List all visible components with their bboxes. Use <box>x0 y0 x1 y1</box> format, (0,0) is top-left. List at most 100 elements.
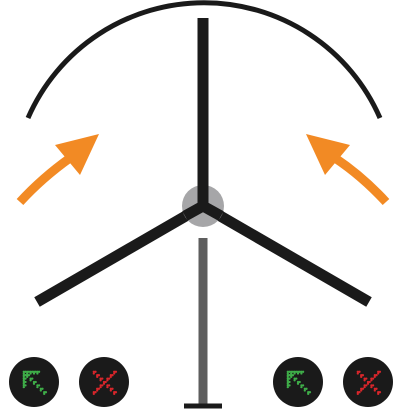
signal-led-dot <box>33 383 35 385</box>
signal-led-dot <box>101 377 103 379</box>
signal-led-dot <box>358 391 360 393</box>
signal-led-dot <box>297 372 299 374</box>
red-x-signal-icon <box>343 357 393 407</box>
signal-led-dot <box>26 376 28 378</box>
signal-led-dot <box>360 389 362 391</box>
signal-led-dot <box>35 381 37 383</box>
signal-led-dot <box>111 388 113 390</box>
signal-led-dot <box>293 372 295 374</box>
signal-led-dot <box>304 389 306 391</box>
signal-led-dot <box>111 374 113 376</box>
signal-led-dot <box>36 372 38 374</box>
signal-led-dot <box>365 384 367 386</box>
signal-led-dot <box>29 372 31 374</box>
signal-led-dot <box>106 386 108 388</box>
signal-led-dot <box>307 393 309 395</box>
signal-led-dot <box>292 374 294 376</box>
signal-led-dot <box>33 372 35 374</box>
signal-led-dot <box>41 388 43 390</box>
signal-led-dot <box>96 389 98 391</box>
signal-led-dot <box>363 379 365 381</box>
signal-led-dot <box>297 383 299 385</box>
signal-led-dot <box>362 388 364 390</box>
signal-led-dot <box>288 381 290 383</box>
signal-led-dot <box>24 377 26 379</box>
signal-led-dot <box>375 388 377 390</box>
signal-led-dot <box>93 372 95 374</box>
green-arrow-signal-icon <box>273 357 323 407</box>
signal-led-dot <box>372 384 374 386</box>
signal-led-dot <box>45 391 47 393</box>
signal-led-dot <box>360 376 362 378</box>
signal-led-dot <box>113 393 115 395</box>
signal-led-dot <box>302 371 304 373</box>
signal-led-dot <box>372 377 374 379</box>
signal-led-dot <box>300 372 302 374</box>
signal-led-dot <box>288 377 290 379</box>
signal-led-dot <box>103 383 105 385</box>
signal-led-dot <box>108 384 110 386</box>
signal-led-dot <box>108 377 110 379</box>
signal-led-dot <box>370 386 372 388</box>
signal-led-dot <box>106 379 108 381</box>
signal-led-dot <box>38 371 40 373</box>
signal-led-dot <box>305 388 307 390</box>
signal-led-dot <box>24 384 26 386</box>
signal-led-dot <box>293 379 295 381</box>
signal-led-dot <box>358 371 360 373</box>
signal-led-dot <box>287 386 289 388</box>
signal-led-dot <box>36 386 38 388</box>
signal-led-dot <box>24 381 26 383</box>
signal-led-dot <box>115 391 117 393</box>
signal-led-dot <box>98 374 100 376</box>
signal-led-dot <box>365 377 367 379</box>
signal-led-dot <box>369 381 371 383</box>
signal-led-dot <box>23 386 25 388</box>
signal-led-dot <box>288 384 290 386</box>
curved-arrow-left-icon <box>20 134 99 202</box>
curved-arrow-right-icon <box>306 134 386 202</box>
signal-led-dot <box>362 374 364 376</box>
signal-led-dot <box>302 384 304 386</box>
signal-led-dot <box>99 386 101 388</box>
signal-led-dot <box>377 393 379 395</box>
signal-led-dot <box>96 376 98 378</box>
signal-led-dot <box>29 379 31 381</box>
signal-led-dot <box>379 391 381 393</box>
signal-led-dot <box>357 393 359 395</box>
signal-led-dot <box>93 393 95 395</box>
signal-led-dot <box>367 383 369 385</box>
signal-led-dot <box>379 371 381 373</box>
signal-led-dot <box>363 386 365 388</box>
blade-right <box>203 206 369 302</box>
signal-led-dot <box>43 393 45 395</box>
signal-led-dot <box>309 391 311 393</box>
signal-led-dot <box>374 376 376 378</box>
signal-led-dot <box>115 371 117 373</box>
signal-led-dot <box>98 388 100 390</box>
signal-led-dot <box>295 377 297 379</box>
signal-led-dot <box>300 386 302 388</box>
signal-led-dot <box>357 372 359 374</box>
signal-led-dot <box>110 376 112 378</box>
signal-led-dot <box>374 389 376 391</box>
signal-led-dot <box>94 391 96 393</box>
blade-left <box>37 206 203 302</box>
green-arrow-signal-icon <box>9 357 59 407</box>
signal-led-dot <box>101 384 103 386</box>
signal-led-dot <box>28 374 30 376</box>
signal-led-dot <box>299 381 301 383</box>
signal-led-dot <box>370 379 372 381</box>
signal-led-dot <box>40 389 42 391</box>
signal-led-dot <box>290 376 292 378</box>
signal-led-dot <box>105 381 107 383</box>
signal-led-dot <box>38 384 40 386</box>
signal-led-dot <box>110 389 112 391</box>
signal-led-dot <box>99 379 101 381</box>
red-x-signal-icon <box>79 357 129 407</box>
signal-led-dot <box>113 372 115 374</box>
signal-led-dot <box>375 374 377 376</box>
signal-led-dot <box>377 372 379 374</box>
signal-led-dot <box>31 377 33 379</box>
